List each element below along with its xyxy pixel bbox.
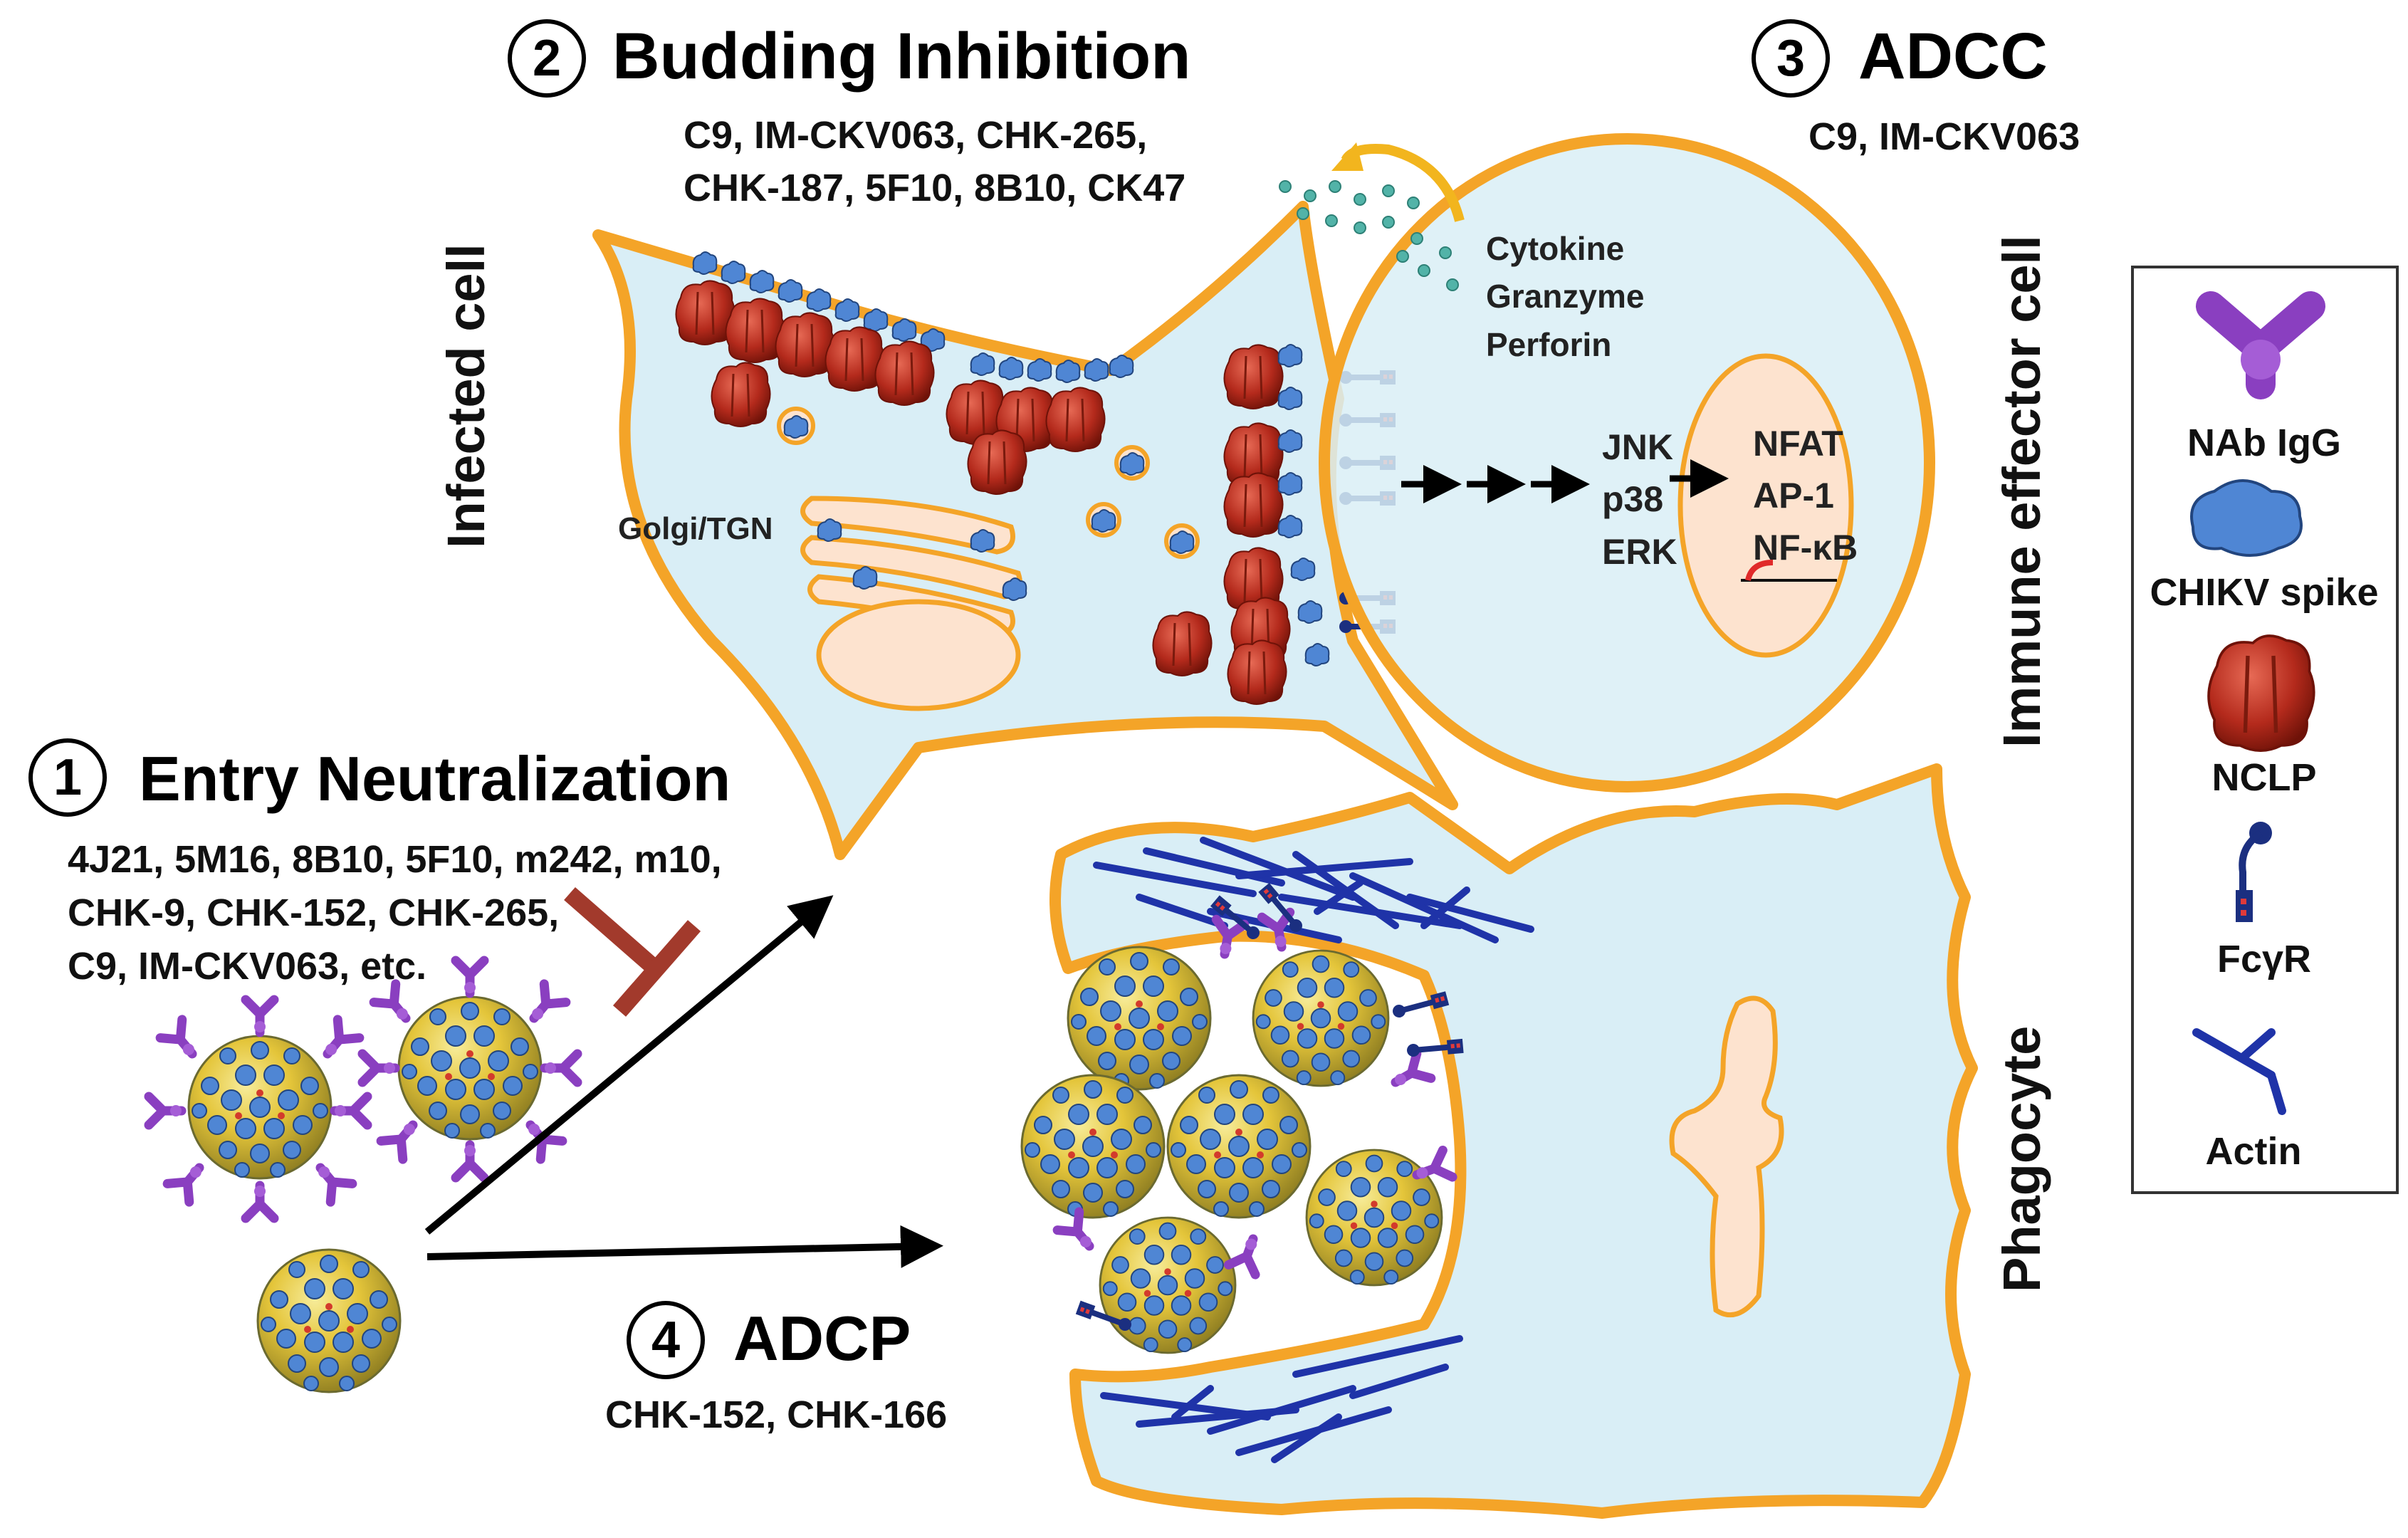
adcc-number: 3 bbox=[1776, 30, 1805, 87]
adcp-header: 4 ADCP CHK-152, CHK-166 bbox=[605, 1301, 947, 1436]
adcp-number: 4 bbox=[651, 1312, 680, 1369]
immune-cell-label: Immune effector cell bbox=[1992, 235, 2051, 748]
phagocyte-nucleus bbox=[1669, 995, 1784, 1318]
golgi-stack bbox=[800, 496, 1022, 711]
adcc-abs: C9, IM-CKV063 bbox=[1808, 115, 2080, 158]
phagocyte-label: Phagocyte bbox=[1992, 1026, 2051, 1292]
entry-abs-3: C9, IM-CKV063, etc. bbox=[68, 945, 426, 988]
budding-abs-2: CHK-187, 5F10, 8B10, CK47 bbox=[684, 167, 1185, 209]
adcc-header: 3 ADCC C9, IM-CKV063 bbox=[1752, 19, 2080, 158]
kinase-p38: p38 bbox=[1602, 479, 1663, 519]
secreted-perforin: Perforin bbox=[1486, 326, 1611, 363]
tf-binding-mark bbox=[1745, 560, 1774, 582]
engulfed-virions bbox=[1020, 946, 1443, 1354]
kinase-erk: ERK bbox=[1602, 532, 1677, 572]
adcp-arrow bbox=[426, 1225, 943, 1268]
legend-label-spike: CHIKV spike bbox=[2150, 571, 2378, 614]
legend-spike-icon bbox=[2190, 479, 2303, 557]
legend-label-fcr: FcγR bbox=[2217, 938, 2311, 980]
signal-arrows bbox=[1401, 459, 1729, 503]
infected-cell-label: Infected cell bbox=[436, 244, 496, 548]
legend-nclp-icon bbox=[2209, 636, 2314, 750]
kinase-jnk: JNK bbox=[1602, 427, 1673, 467]
golgi-label: Golgi/TGN bbox=[618, 511, 773, 546]
actin-filaments bbox=[1093, 837, 1534, 1463]
tf-ap1: AP-1 bbox=[1753, 476, 1834, 516]
budding-title: Budding Inhibition bbox=[612, 20, 1190, 93]
legend-label-actin: Actin bbox=[2206, 1130, 2302, 1173]
phagocyte-membrane bbox=[1049, 763, 1978, 1519]
legend-label-nab: NAb IgG bbox=[2187, 422, 2341, 464]
inhibition-symbol bbox=[564, 886, 701, 1017]
legend-actin-icon bbox=[2192, 1028, 2286, 1115]
budding-abs-1: C9, IM-CKV063, CHK-265, bbox=[684, 114, 1147, 157]
adcp-title: ADCP bbox=[733, 1303, 911, 1374]
legend-antibody-icon bbox=[2196, 291, 2325, 399]
legend: NAb IgG CHIKV spike NCLP FcγR Actin bbox=[2131, 266, 2399, 1194]
entry-arrow bbox=[424, 895, 834, 1235]
budding-number: 2 bbox=[533, 30, 561, 87]
vesicles bbox=[777, 407, 1200, 601]
secreted-cytokine: Cytokine bbox=[1486, 230, 1624, 267]
entry-number: 1 bbox=[53, 749, 82, 806]
tf-nfat: NFAT bbox=[1753, 424, 1843, 464]
adcp-abs: CHK-152, CHK-166 bbox=[605, 1393, 947, 1436]
adcc-title: ADCC bbox=[1858, 20, 2048, 93]
entry-abs-1: 4J21, 5M16, 8B10, 5F10, m242, m10, bbox=[68, 838, 722, 881]
secreted-granzyme: Granzyme bbox=[1486, 278, 1644, 315]
secreted-granules bbox=[1279, 180, 1459, 291]
entry-title: Entry Neutralization bbox=[139, 743, 731, 814]
entry-header: 1 Entry Neutralization 4J21, 5M16, 8B10,… bbox=[28, 738, 731, 988]
entry-abs-2: CHK-9, CHK-152, CHK-265, bbox=[68, 891, 559, 934]
legend-label-nclp: NCLP bbox=[2212, 756, 2317, 799]
budding-header: 2 Budding Inhibition C9, IM-CKV063, CHK-… bbox=[508, 19, 1190, 209]
legend-fc-receptor-icon bbox=[2236, 822, 2272, 922]
